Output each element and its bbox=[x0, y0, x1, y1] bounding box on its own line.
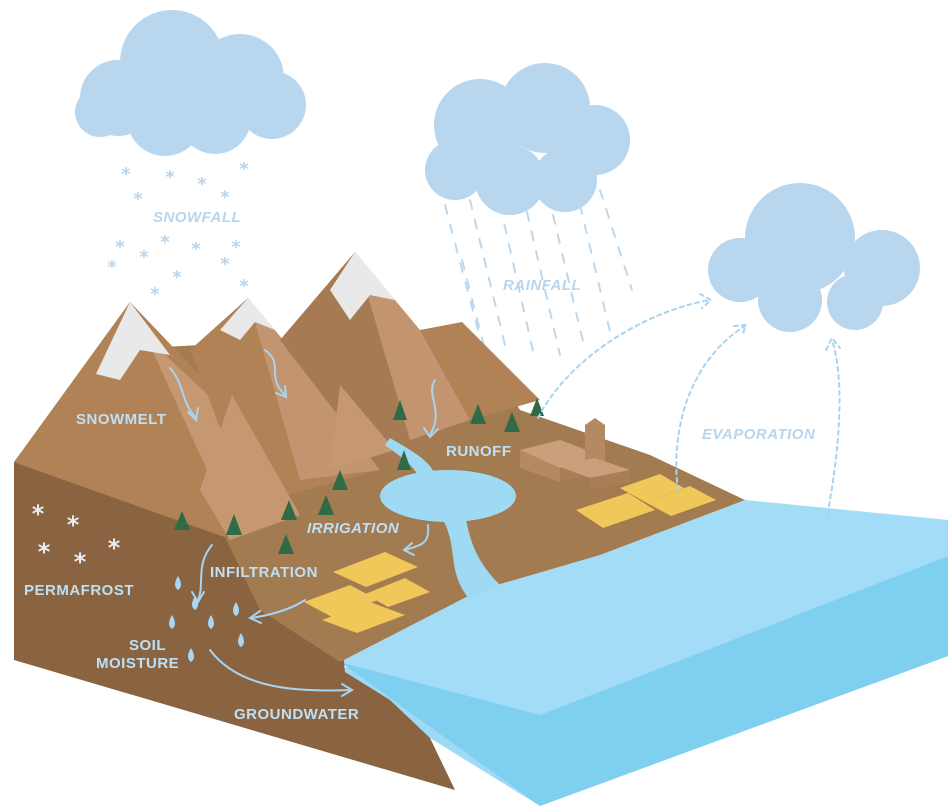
soil-water-drops bbox=[169, 576, 244, 662]
svg-text:*: * bbox=[191, 239, 201, 260]
svg-text:*: * bbox=[133, 189, 143, 210]
label-groundwater: GROUNDWATER bbox=[234, 706, 359, 723]
snowflakes-sky: **** ** **** *** *** bbox=[107, 159, 249, 305]
label-soil-moisture-line1: SOIL bbox=[129, 637, 166, 654]
evaporation-arrows bbox=[537, 293, 841, 523]
svg-text:*: * bbox=[150, 284, 160, 305]
trees bbox=[174, 398, 544, 554]
svg-text:*: * bbox=[160, 232, 170, 253]
rain-cloud bbox=[425, 63, 630, 215]
svg-text:*: * bbox=[74, 548, 87, 576]
rain-streaks bbox=[444, 189, 633, 371]
svg-text:*: * bbox=[239, 159, 249, 180]
svg-text:*: * bbox=[220, 254, 230, 275]
flow-arrows bbox=[169, 349, 439, 697]
label-permafrost: PERMAFROST bbox=[24, 582, 134, 599]
snow-cloud bbox=[75, 10, 306, 156]
lake-and-river bbox=[380, 438, 516, 600]
svg-text:*: * bbox=[197, 174, 207, 195]
svg-text:*: * bbox=[107, 257, 117, 278]
svg-text:*: * bbox=[115, 237, 125, 258]
village-buildings bbox=[520, 418, 630, 490]
crop-fields bbox=[304, 474, 716, 633]
svg-text:*: * bbox=[165, 167, 175, 188]
svg-text:*: * bbox=[108, 534, 121, 562]
svg-text:*: * bbox=[67, 511, 80, 539]
svg-text:*: * bbox=[121, 164, 131, 185]
label-snowmelt: SNOWMELT bbox=[76, 411, 166, 428]
label-snowfall: SNOWFALL bbox=[153, 209, 241, 226]
svg-text:*: * bbox=[231, 237, 241, 258]
evaporation-cloud bbox=[708, 183, 920, 332]
label-evaporation: EVAPORATION bbox=[702, 426, 816, 443]
svg-text:*: * bbox=[239, 276, 249, 297]
label-rainfall: RAINFALL bbox=[503, 277, 581, 294]
label-soil-moisture-line2: MOISTURE bbox=[96, 655, 179, 672]
label-infiltration: INFILTRATION bbox=[210, 564, 318, 581]
svg-text:*: * bbox=[32, 500, 45, 528]
svg-text:*: * bbox=[38, 538, 51, 566]
label-runoff: RUNOFF bbox=[446, 443, 512, 460]
label-irrigation: IRRIGATION bbox=[307, 520, 400, 537]
permafrost-snowflakes: * * * * * bbox=[32, 500, 121, 576]
mountains bbox=[14, 252, 540, 540]
svg-text:*: * bbox=[172, 267, 182, 288]
svg-text:*: * bbox=[220, 187, 230, 208]
svg-text:*: * bbox=[139, 247, 149, 268]
water-body bbox=[340, 500, 948, 806]
soil-cross-section bbox=[14, 462, 455, 790]
